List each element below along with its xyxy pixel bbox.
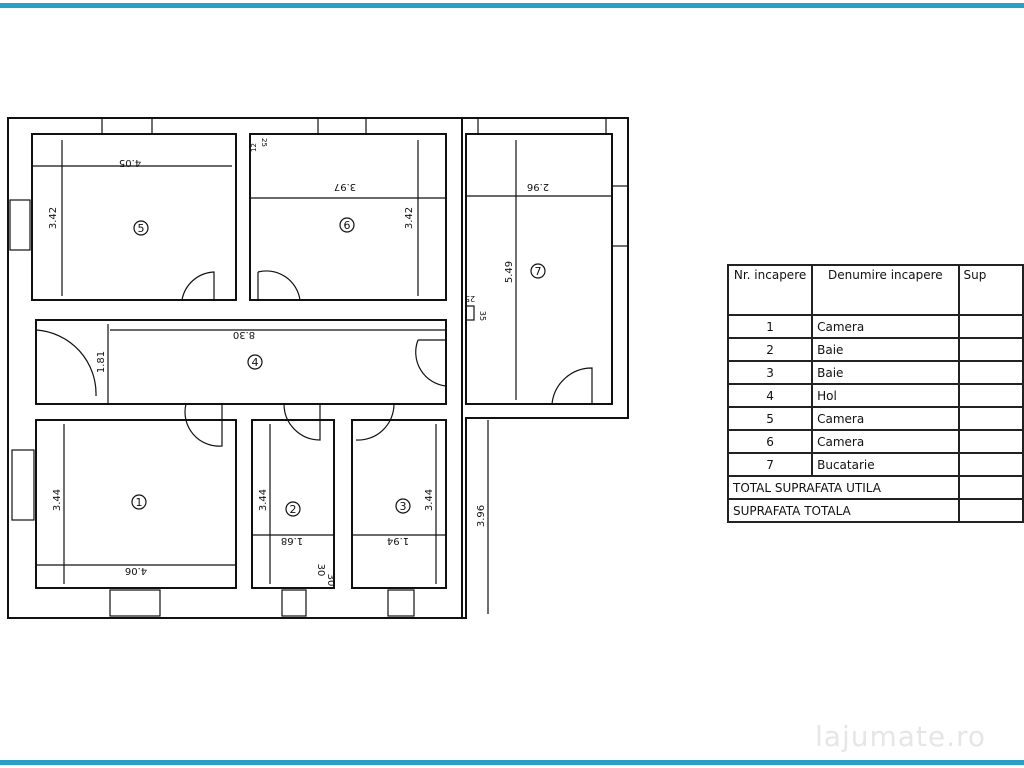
dim-room2-height: 3.44 [258, 489, 269, 511]
dim-room6-width: 3.97 [334, 181, 356, 192]
room-labels: 5 6 7 4 1 2 3 [131, 217, 546, 517]
top-accent-bar [0, 3, 1024, 8]
header-nr: Nr. incapere [726, 264, 814, 316]
doors [35, 270, 593, 447]
cell-nr: 6 [726, 429, 814, 454]
total-util-label: TOTAL SUPRAFATA UTILA [727, 475, 960, 500]
total-row: SUPRAFATA TOTALA [727, 498, 1024, 523]
cell-area [957, 383, 1024, 408]
room-1-label: 1 [136, 496, 143, 509]
dim-room1-width: 4.06 [125, 565, 147, 576]
cell-area [957, 498, 1024, 523]
duct [465, 305, 475, 321]
room-2-outline [251, 419, 335, 589]
cell-area [957, 314, 1024, 339]
room-5-label: 5 [138, 222, 145, 235]
cell-area [957, 406, 1024, 431]
dim-hall-width: 8.30 [233, 329, 255, 340]
dim-room3-height: 3.44 [424, 489, 435, 511]
dim-room2-width: 1.68 [281, 535, 303, 546]
header-name: Denumire incapere [811, 264, 960, 316]
dim-total-height: 3.96 [476, 505, 487, 527]
dim-hall-height: 1.81 [96, 351, 107, 373]
dim-room5-height: 3.42 [48, 207, 59, 229]
windows [9, 117, 629, 617]
room-7-label: 7 [535, 265, 542, 278]
dim-small-b: 25 [260, 138, 268, 147]
outer-wall [7, 117, 629, 619]
dim-room7-width: 2.96 [527, 181, 549, 192]
cell-nr: 7 [726, 452, 814, 477]
cell-name: Bucatarie [811, 452, 960, 477]
cell-name: Baie [811, 360, 960, 385]
watermark-logo: lajumate.ro [815, 720, 987, 753]
cell-area [957, 337, 1024, 362]
room-4-label: 4 [252, 356, 259, 369]
room-1-outline [35, 419, 237, 589]
dim-small-a: 12 [250, 143, 258, 152]
cell-nr: 3 [726, 360, 814, 385]
cell-name: Camera [811, 314, 960, 339]
cell-area [957, 360, 1024, 385]
dim-duct-a: 25 [465, 294, 475, 303]
room-3-label: 3 [400, 500, 407, 513]
total-label: SUPRAFATA TOTALA [727, 498, 960, 523]
room-6-label: 6 [344, 219, 351, 232]
dim-room1-height: 3.44 [52, 489, 63, 511]
cell-name: Camera [811, 406, 960, 431]
room-3-outline [351, 419, 447, 589]
dim-duct-b: 35 [478, 311, 487, 321]
cell-area [957, 452, 1024, 477]
header-area: Sup [957, 264, 1024, 316]
total-util-row: TOTAL SUPRAFATA UTILA [727, 475, 1024, 500]
dimension-lines [32, 140, 612, 614]
dim-room2-b: 30 [325, 574, 336, 587]
cell-nr: 5 [726, 406, 814, 431]
dim-room2-a: 30 [315, 564, 326, 577]
cell-name: Hol [811, 383, 960, 408]
cell-area [957, 429, 1024, 454]
cell-name: Baie [811, 337, 960, 362]
cell-name: Camera [811, 429, 960, 454]
bottom-accent-bar [0, 760, 1024, 765]
cell-nr: 1 [726, 314, 814, 339]
cell-area [957, 475, 1024, 500]
room-2-label: 2 [290, 503, 297, 516]
cell-nr: 2 [726, 337, 814, 362]
dim-room7-height: 5.49 [504, 261, 515, 283]
dim-room5-width: 4.05 [119, 157, 141, 168]
cell-nr: 4 [726, 383, 814, 408]
dim-room6-height: 3.42 [404, 207, 415, 229]
room-6-outline [249, 133, 447, 301]
dim-room3-width: 1.94 [387, 535, 409, 546]
